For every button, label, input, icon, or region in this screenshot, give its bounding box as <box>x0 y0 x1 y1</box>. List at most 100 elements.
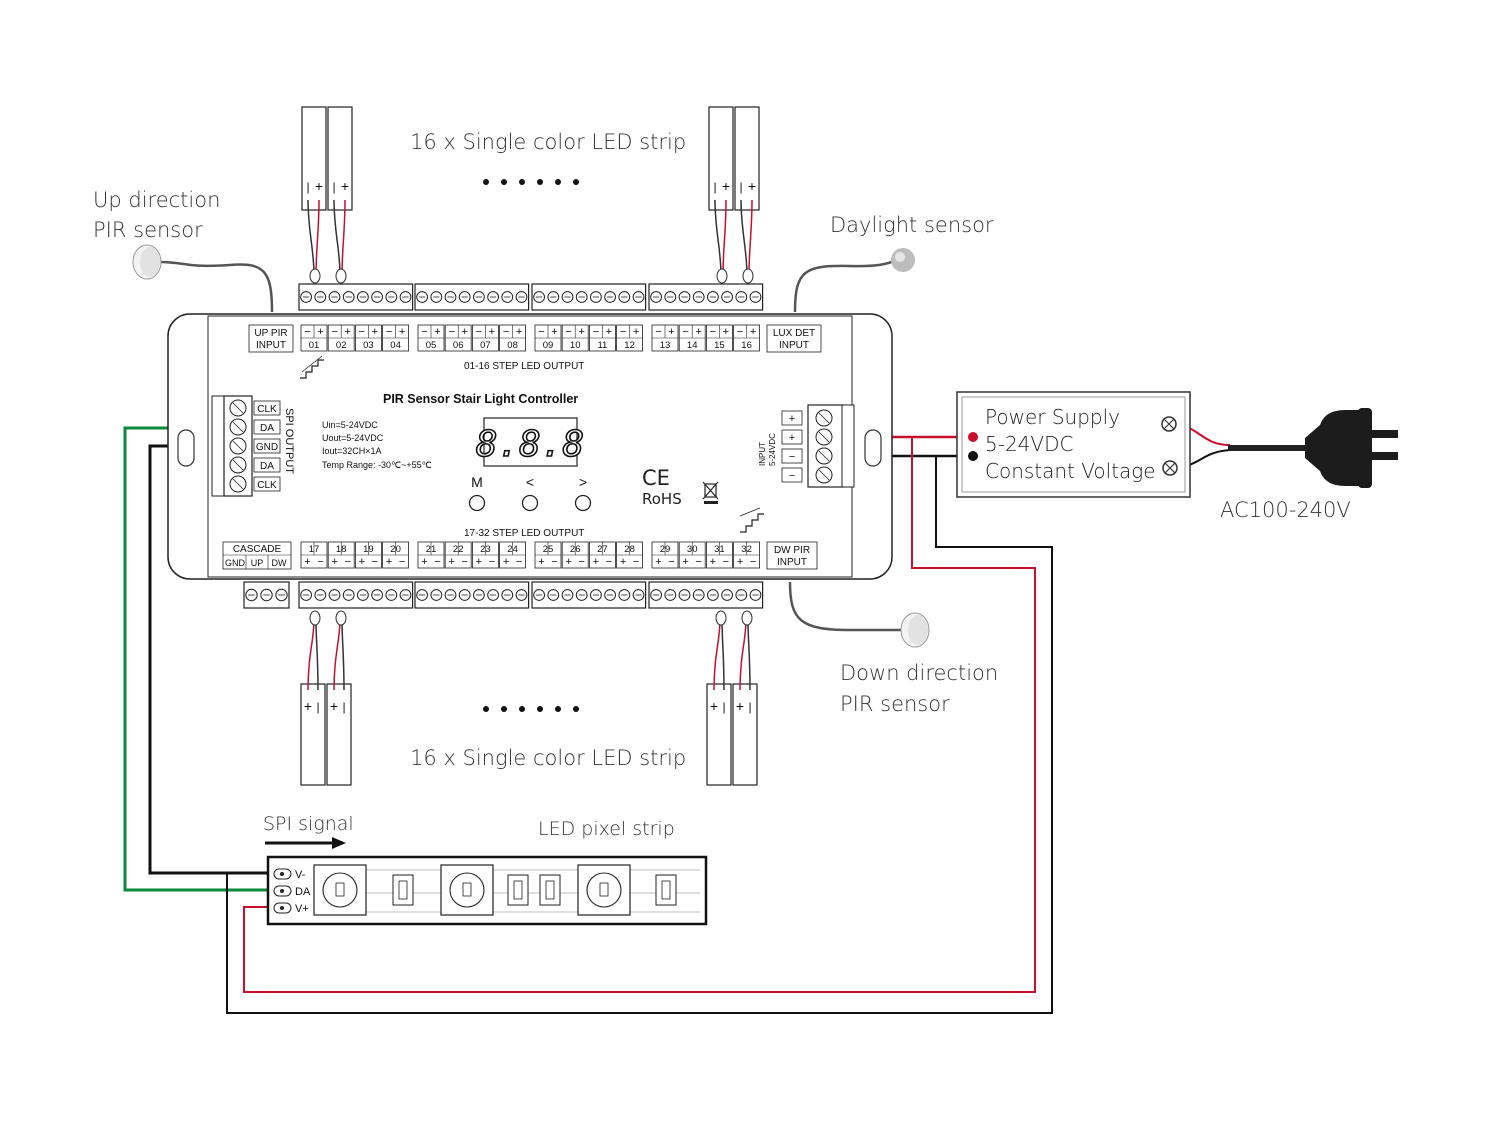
spi-pin-box <box>253 438 281 454</box>
polarity-sign: − <box>695 556 701 568</box>
ac-plug <box>1305 408 1398 488</box>
controller-texts: PIR Sensor Stair Light Controller 01-16 … <box>283 355 777 539</box>
polarity-sign: − <box>655 326 661 338</box>
polarity-sign: + <box>372 326 378 338</box>
strip-plug <box>742 268 754 284</box>
strip-lead-black <box>714 199 722 276</box>
channel-number: 16 <box>741 340 752 351</box>
strip-minus: | <box>713 180 716 194</box>
spi-pin-label: GND <box>256 442 278 453</box>
bottom-strips-label: 16 x Single color LED strip <box>410 746 686 770</box>
polarity-sign: + <box>551 326 557 338</box>
screw-slot <box>232 459 244 471</box>
polarity-sign: + <box>565 556 571 568</box>
button-left[interactable] <box>521 494 539 512</box>
spi-pin-label: DA <box>260 423 274 434</box>
top-ellipsis <box>483 179 579 185</box>
ellipsis-dot <box>573 179 579 185</box>
single-color-strip: +| <box>326 610 352 786</box>
input-pin-sign: + <box>789 413 795 425</box>
input-pin-sign: − <box>789 470 795 482</box>
channel-number: 07 <box>480 340 491 351</box>
polarity-sign: + <box>655 556 661 568</box>
ps-line-1: Power Supply <box>985 405 1120 429</box>
lux-det-input-box <box>766 324 822 353</box>
polarity-sign: − <box>421 326 427 338</box>
channel-number: 26 <box>570 544 581 555</box>
polarity-sign: − <box>344 556 350 568</box>
polarity-sign: + <box>710 556 716 568</box>
mount-hole-right <box>864 429 882 467</box>
pixel-led-die <box>462 882 472 897</box>
down-pir-label-2: PIR sensor <box>840 692 950 716</box>
strip-red-wire <box>243 437 1036 993</box>
input-pin-box <box>781 410 803 426</box>
channel-number: 31 <box>714 544 725 555</box>
strip-minus: | <box>306 180 309 194</box>
input-pin-box <box>781 448 803 464</box>
polarity-sign: − <box>399 556 405 568</box>
polarity-sign: + <box>606 326 612 338</box>
strip-lead-red <box>307 619 315 691</box>
polarity-sign: − <box>476 326 482 338</box>
daylight-label: Daylight sensor <box>830 213 994 237</box>
polarity-sign: − <box>516 556 522 568</box>
channel-number: 29 <box>660 544 671 555</box>
polarity-sign: + <box>461 326 467 338</box>
seven-seg-display: 8.8.8 <box>476 424 584 465</box>
channel-number: 32 <box>741 544 752 555</box>
up-pir-label-1: Up direction <box>93 188 220 212</box>
pixel-led <box>577 864 631 916</box>
bottom-terminal-block-4 <box>648 581 764 609</box>
up-pir-input-text: UP PIR <box>254 328 287 339</box>
ellipsis-dot <box>501 706 507 712</box>
polarity-sign: − <box>372 556 378 568</box>
polarity-sign: − <box>503 326 509 338</box>
strip-pad-dot <box>280 906 284 910</box>
strip-body <box>326 683 352 786</box>
daylight-sensor <box>891 248 915 272</box>
channel-number: 17 <box>309 544 320 555</box>
spi-terminal-back <box>211 395 225 497</box>
strip-minus: | <box>748 700 751 714</box>
up-pir-cable <box>159 260 274 313</box>
strip-plug <box>716 268 728 284</box>
polarity-sign: + <box>620 556 626 568</box>
channel-number: 13 <box>660 340 671 351</box>
channel-number: 01 <box>309 340 320 351</box>
polarity-sign: + <box>750 326 756 338</box>
polarity-sign: + <box>399 326 405 338</box>
strip-plus: + <box>710 698 718 714</box>
button-right[interactable] <box>574 494 592 512</box>
channel-number: 18 <box>336 544 347 555</box>
spi-pin-box <box>253 457 281 473</box>
button-m[interactable] <box>468 494 486 512</box>
cascade-box <box>222 541 292 570</box>
screw-slot <box>232 421 244 433</box>
polarity-sign: − <box>461 556 467 568</box>
channel-number: 15 <box>714 340 725 351</box>
single-color-strips: |+|+|+|++|+|+|+| <box>300 106 760 786</box>
polarity-sign: + <box>737 556 743 568</box>
strip-pin-label: V+ <box>295 903 309 915</box>
strip-plus: + <box>304 698 312 714</box>
channel-number: 04 <box>390 340 401 351</box>
channel-number: 28 <box>624 544 635 555</box>
resistor-center <box>545 880 555 900</box>
input-pin-sign: + <box>789 432 795 444</box>
cascade-pin-label: DW <box>272 558 287 568</box>
polarity-sign: − <box>682 326 688 338</box>
channel-number: 12 <box>624 340 635 351</box>
bottom-ellipsis <box>483 706 579 712</box>
up-pir-label-2: PIR sensor <box>93 218 203 242</box>
polarity-sign: − <box>633 556 639 568</box>
strip-plug <box>335 268 347 284</box>
stair-down-arrow <box>739 507 761 517</box>
spec-3: Iout=32CH×1A <box>322 446 382 456</box>
ellipsis-dot <box>573 706 579 712</box>
ellipsis-dot <box>555 706 561 712</box>
top-terminal-block-1 <box>298 283 414 311</box>
strip-pad-dot <box>280 889 284 893</box>
spi-output-label: SPI OUTPUT <box>283 408 295 474</box>
input-pin-sign: − <box>789 451 795 463</box>
